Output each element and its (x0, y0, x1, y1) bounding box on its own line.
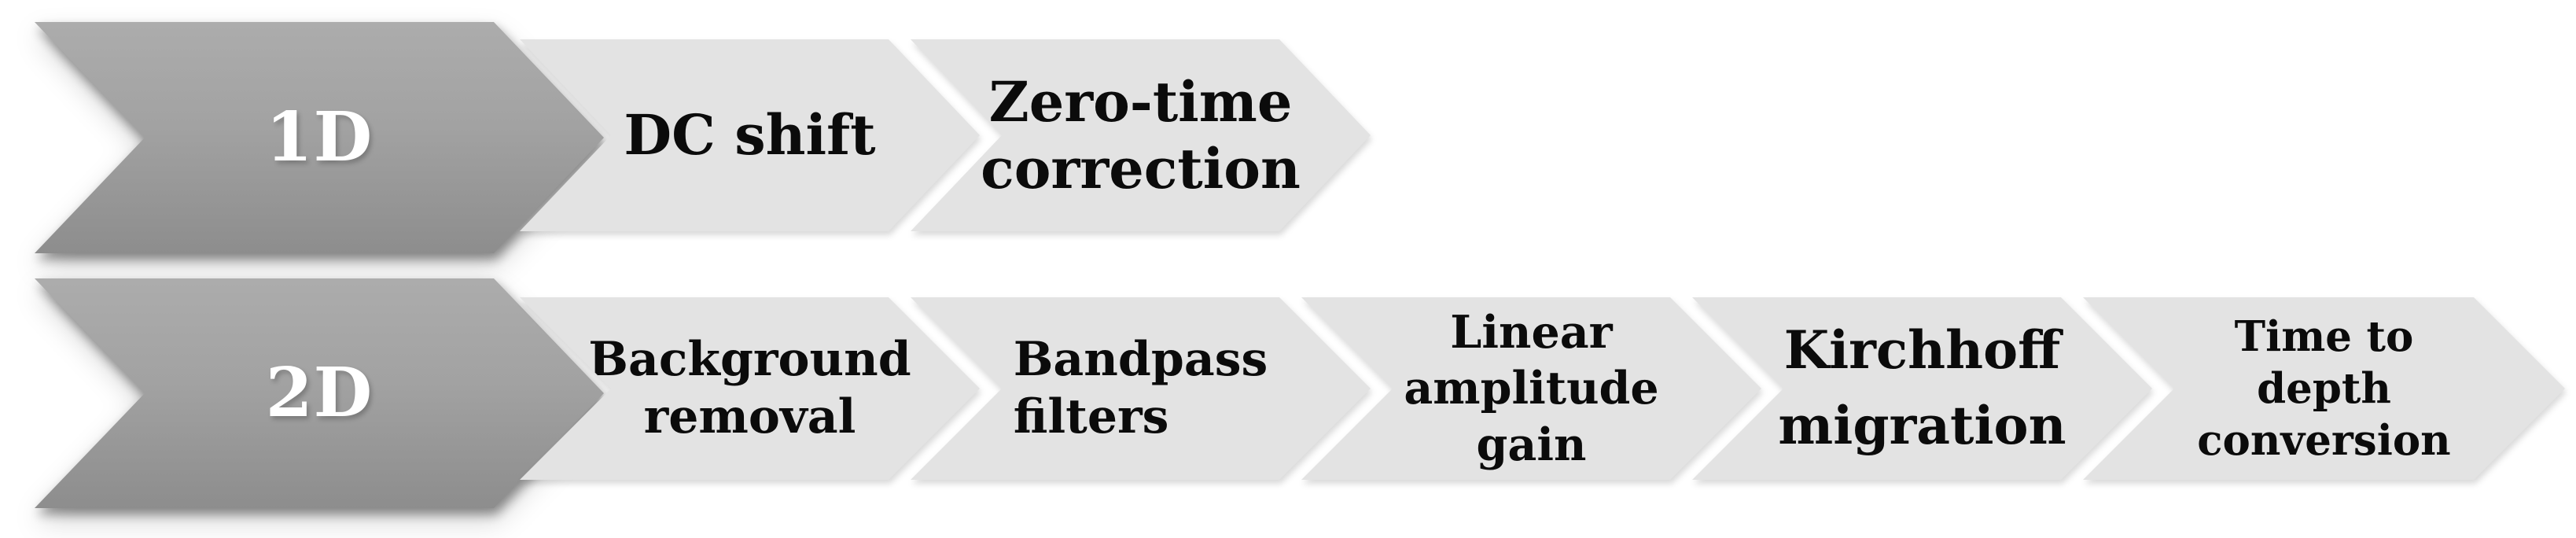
step-chevron-linear-amplitude-gain: Linear amplitude gain (1301, 297, 1761, 480)
step-label-line: amplitude (1404, 362, 1659, 415)
step-label-dc-shift: DC shift (624, 101, 875, 168)
step-label-line: depth (2257, 363, 2391, 413)
step-label-line: removal (643, 389, 856, 444)
step-label-kirchhoff-migration: Kirchhoff migration (1778, 313, 2066, 463)
step-label-time-to-depth-conversion: Time to depth conversion (2197, 311, 2450, 467)
step-label-line: Zero-time (988, 68, 1293, 134)
step-chevron-time-to-depth-conversion-shape: Time to depth conversion (2083, 297, 2565, 480)
step-label-line: gain (1476, 418, 1587, 471)
stage-arrow-1d-shape: 1D (35, 22, 604, 253)
step-label-line: Kirchhoff (1783, 319, 2061, 381)
stage-arrow-2d-shape: 2D (35, 278, 604, 508)
step-label-line: Bandpass (1013, 331, 1268, 387)
step-chevron-zero-time-correction-shape: Zero-time correction (911, 39, 1371, 231)
step-chevron-zero-time-correction: Zero-time correction (911, 39, 1371, 231)
step-chevron-dc-shift: DC shift (520, 39, 980, 231)
stage-arrow-2d: 2D (35, 278, 604, 508)
step-label-bandpass-filters: Bandpass filters (1014, 331, 1268, 446)
step-label-line: Time to (2234, 311, 2414, 361)
step-label-line: filters (1013, 389, 1169, 444)
step-chevron-background-removal: Background removal (520, 297, 980, 480)
step-label-linear-amplitude-gain: Linear amplitude gain (1404, 304, 1658, 473)
step-label-line: correction (981, 136, 1301, 201)
stage-arrow-1d: 1D (35, 22, 604, 253)
stage-label-1d: 1D (265, 98, 374, 177)
step-label-background-removal: Background removal (588, 331, 911, 446)
step-label-line: Background (588, 331, 911, 387)
stage-label-2d: 2D (265, 353, 374, 433)
step-label-line: Linear (1450, 306, 1613, 359)
step-chevron-time-to-depth-conversion: Time to depth conversion (2083, 297, 2565, 480)
step-chevron-kirchhoff-migration: Kirchhoff migration (1692, 297, 2152, 480)
step-label-line: migration (1778, 395, 2066, 456)
step-label-line: DC shift (624, 102, 876, 168)
step-label-line: conversion (2197, 416, 2451, 466)
step-chevron-bandpass-filters: Bandpass filters (911, 297, 1371, 480)
step-label-zero-time-correction: Zero-time correction (981, 68, 1301, 203)
